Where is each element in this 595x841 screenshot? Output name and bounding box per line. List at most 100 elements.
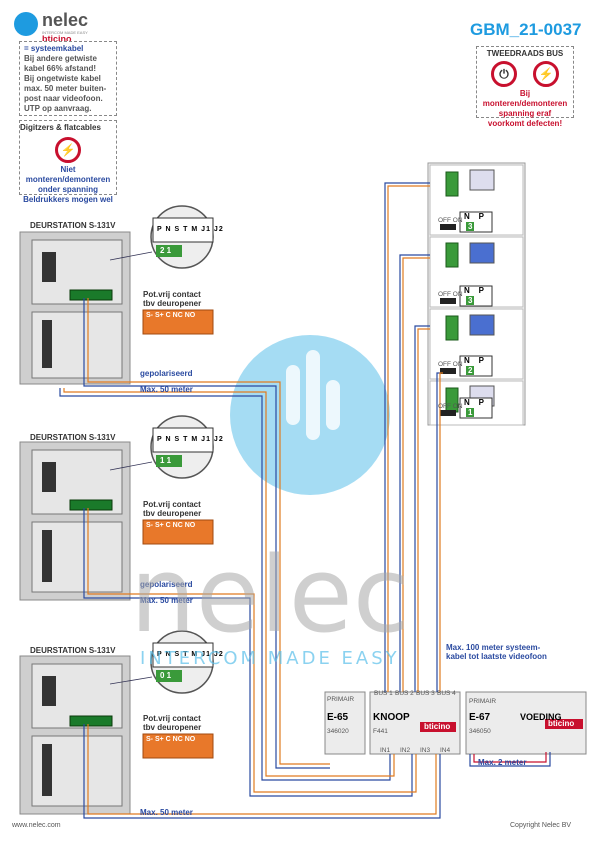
monitor-3-n: N: [464, 356, 470, 365]
relay-3-label-1: Pot.vrij contact: [143, 714, 201, 723]
bus-title: TWEEDRAADS BUS: [486, 49, 564, 58]
dip-label-t: T: [183, 651, 189, 658]
watermark-tagline: INTERCOM MADE EASY: [140, 648, 400, 669]
monitor-1-np: N P: [464, 212, 484, 221]
relay-1-label-2: tbv deuropener: [143, 299, 202, 308]
dip-label-p: P: [157, 436, 163, 443]
monitor-3-code: 2: [468, 366, 473, 375]
relay-terminals: [142, 309, 214, 759]
e65-label: E-65: [327, 712, 349, 723]
cable-line-6: UTP op aanvraag.: [24, 104, 92, 113]
e67-sub: PRIMAIR: [469, 698, 497, 705]
relay-1-label-1: Pot.vrij contact: [143, 290, 201, 299]
e67-art: 346050: [469, 728, 491, 735]
monitor-3-switch: OFF ON: [438, 361, 463, 368]
dip-code-1: 2 1: [160, 246, 172, 255]
cable-line-3: Bij ongetwiste kabel: [24, 74, 101, 83]
logo: nelec INTERCOM MADE EASY bticino: [14, 10, 104, 46]
cable-line-2: kabel 66% afstand!: [24, 64, 97, 73]
monitor-1-p: P: [478, 212, 485, 221]
knoop-brand: bticino: [424, 722, 451, 731]
e65-art: 346020: [327, 728, 349, 735]
knoop-in-4: IN4: [440, 747, 451, 754]
dip-label-n: N: [165, 226, 172, 233]
monitor-4-code: 1: [468, 408, 473, 417]
monitor-3-p: P: [478, 356, 485, 365]
relay-2-label-2: tbv deuropener: [143, 509, 202, 518]
station-3-title: DEURSTATION S-131V: [30, 646, 116, 655]
no-plug-icon: ⏻: [491, 61, 517, 87]
dip-label-n: N: [165, 436, 172, 443]
e67-label: E-67: [469, 712, 491, 723]
bus-line-1: Bij monteren/demonteren: [482, 89, 568, 108]
e67-title: VOEDING: [520, 712, 562, 722]
dip-code-2: 1 1: [160, 456, 172, 465]
monitor-4-n: N: [464, 398, 470, 407]
monitor-2-np: N P: [464, 286, 484, 295]
door-station-housings: [19, 231, 131, 815]
document-code: GBM_21-0037: [470, 20, 582, 39]
knoop-label: KNOOP: [373, 712, 410, 723]
dip-label-j1: J1: [201, 226, 211, 233]
monitor-3-np: N P: [464, 356, 484, 365]
station-1-title: DEURSTATION S-131V: [30, 221, 116, 230]
footer-copyright: Copyright Nelec BV: [510, 822, 572, 829]
relay-2-label-1: Pot.vrij contact: [143, 500, 201, 509]
digitizer-line-1: Niet monteren/demonteren: [25, 165, 111, 184]
e65-sub: PRIMAIR: [327, 696, 355, 703]
knoop-in-3: IN3: [420, 747, 431, 754]
bus-line-3: voorkomt defecten!: [487, 119, 563, 128]
digitizer-line-3: Beldrukkers mogen wel: [23, 195, 113, 204]
monitor-2-code: 3: [468, 296, 473, 305]
bus-line-2: spanning eraf: [498, 109, 552, 118]
dip-label-m: M: [191, 436, 199, 443]
dip-label-j1: J1: [201, 436, 211, 443]
monitor-4-p: P: [478, 398, 485, 407]
dip-label-s: S: [174, 436, 181, 443]
watermark-word: nelec: [130, 534, 410, 656]
monitor-1-switch: OFF ON: [438, 217, 463, 224]
cable-line-4: max. 50 meter buiten-: [24, 84, 107, 93]
digitizer-title: Digitzers & flatcables: [20, 123, 101, 132]
station-2-title: DEURSTATION S-131V: [30, 433, 116, 442]
bus-devices: [324, 691, 587, 755]
knoop-art: F441: [373, 728, 388, 735]
wires: [59, 182, 551, 819]
brand-tagline: INTERCOM MADE EASY: [42, 30, 88, 35]
dip-labels-3: P N S T M J1 J2: [157, 651, 224, 658]
no-tool-icon: ⚡: [55, 137, 81, 163]
monitor-1-n: N: [464, 212, 470, 221]
knoop-port-4: BUS 4: [437, 690, 456, 697]
dip-label-j2: J2: [213, 436, 224, 443]
monitor-4-switch: OFF ON: [438, 403, 463, 410]
polarized-label-1: gepolariseerd: [140, 369, 193, 378]
partner-logo: bticino: [42, 34, 72, 44]
dip-label-t: T: [183, 226, 189, 233]
logo-icon: [14, 12, 38, 36]
relay-2-terminals: S- S+ C NC NO: [146, 522, 196, 529]
dip-label-m: M: [191, 651, 199, 658]
knoop-port-1: BUS 1: [374, 690, 393, 697]
cable-line-5: post naar videofoon.: [24, 94, 103, 103]
monitor-2-p: P: [478, 286, 485, 295]
dip-labels-2: P N S T M J1 J2: [157, 436, 224, 443]
dip-label-j2: J2: [213, 651, 224, 658]
dip-label-m: M: [191, 226, 199, 233]
knoop-in-1: IN1: [380, 747, 391, 754]
dip-label-s: S: [174, 651, 181, 658]
dip-zoom-circles: [109, 205, 214, 694]
dip-label-p: P: [157, 651, 163, 658]
relay-1-terminals: S- S+ C NC NO: [146, 312, 196, 319]
max100-label-1: Max. 100 meter systeem-: [446, 643, 541, 652]
monitor-1-code: 3: [468, 222, 473, 231]
dip-label-j1: J1: [201, 651, 211, 658]
knoop-port-2: BUS 2: [395, 690, 414, 697]
cable-line-1: Bij andere getwiste: [24, 54, 97, 63]
knoop-port-3: BUS 3: [416, 690, 435, 697]
relay-3-label-2: tbv deuropener: [143, 723, 202, 732]
digitizer-line-2: onder spanning: [38, 185, 98, 194]
dip-label-t: T: [183, 436, 189, 443]
monitor-2-switch: OFF ON: [438, 291, 463, 298]
dip-code-3: 0 1: [160, 671, 172, 680]
